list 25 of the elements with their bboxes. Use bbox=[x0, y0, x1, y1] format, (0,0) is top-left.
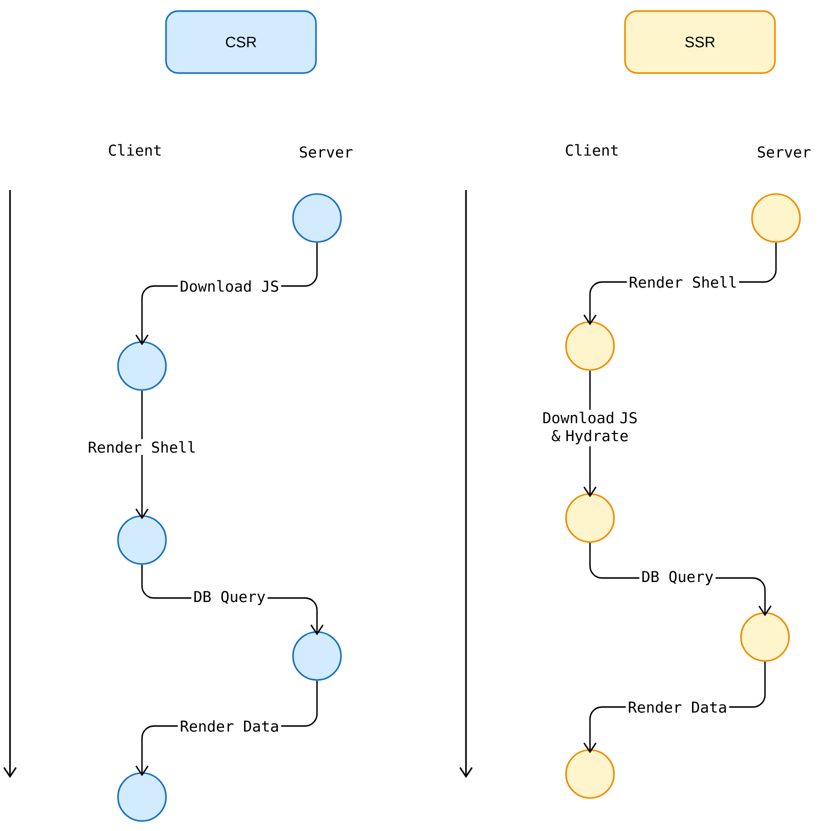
arrow bbox=[135, 390, 149, 520]
step-circle bbox=[292, 193, 342, 243]
edge-label: Render Shell bbox=[88, 441, 195, 453]
step-circle bbox=[117, 772, 167, 822]
step-circle bbox=[565, 493, 615, 543]
edge-label: DB Query bbox=[194, 590, 266, 606]
step-circle bbox=[117, 341, 167, 391]
column-label: Client bbox=[108, 144, 161, 156]
title-box: SSR bbox=[624, 10, 776, 74]
edge-label: Render Data bbox=[628, 701, 726, 713]
edge-label: Download JS & Hydrate bbox=[543, 412, 637, 444]
step-circle bbox=[565, 749, 615, 799]
step-circle bbox=[740, 612, 790, 662]
edge-label: DB Query bbox=[642, 570, 714, 586]
column-label: Client bbox=[566, 144, 618, 156]
edge-label: Render Shell bbox=[630, 276, 736, 288]
title-box: CSR bbox=[165, 10, 317, 74]
step-circle bbox=[751, 193, 801, 243]
edge-label: Download JS bbox=[180, 280, 278, 292]
edge-label: Render Data bbox=[180, 720, 278, 732]
column-label: Server bbox=[758, 146, 810, 158]
step-circle bbox=[565, 321, 615, 371]
column-label: Server bbox=[300, 146, 352, 158]
step-circle bbox=[292, 631, 342, 681]
step-circle bbox=[117, 515, 167, 565]
